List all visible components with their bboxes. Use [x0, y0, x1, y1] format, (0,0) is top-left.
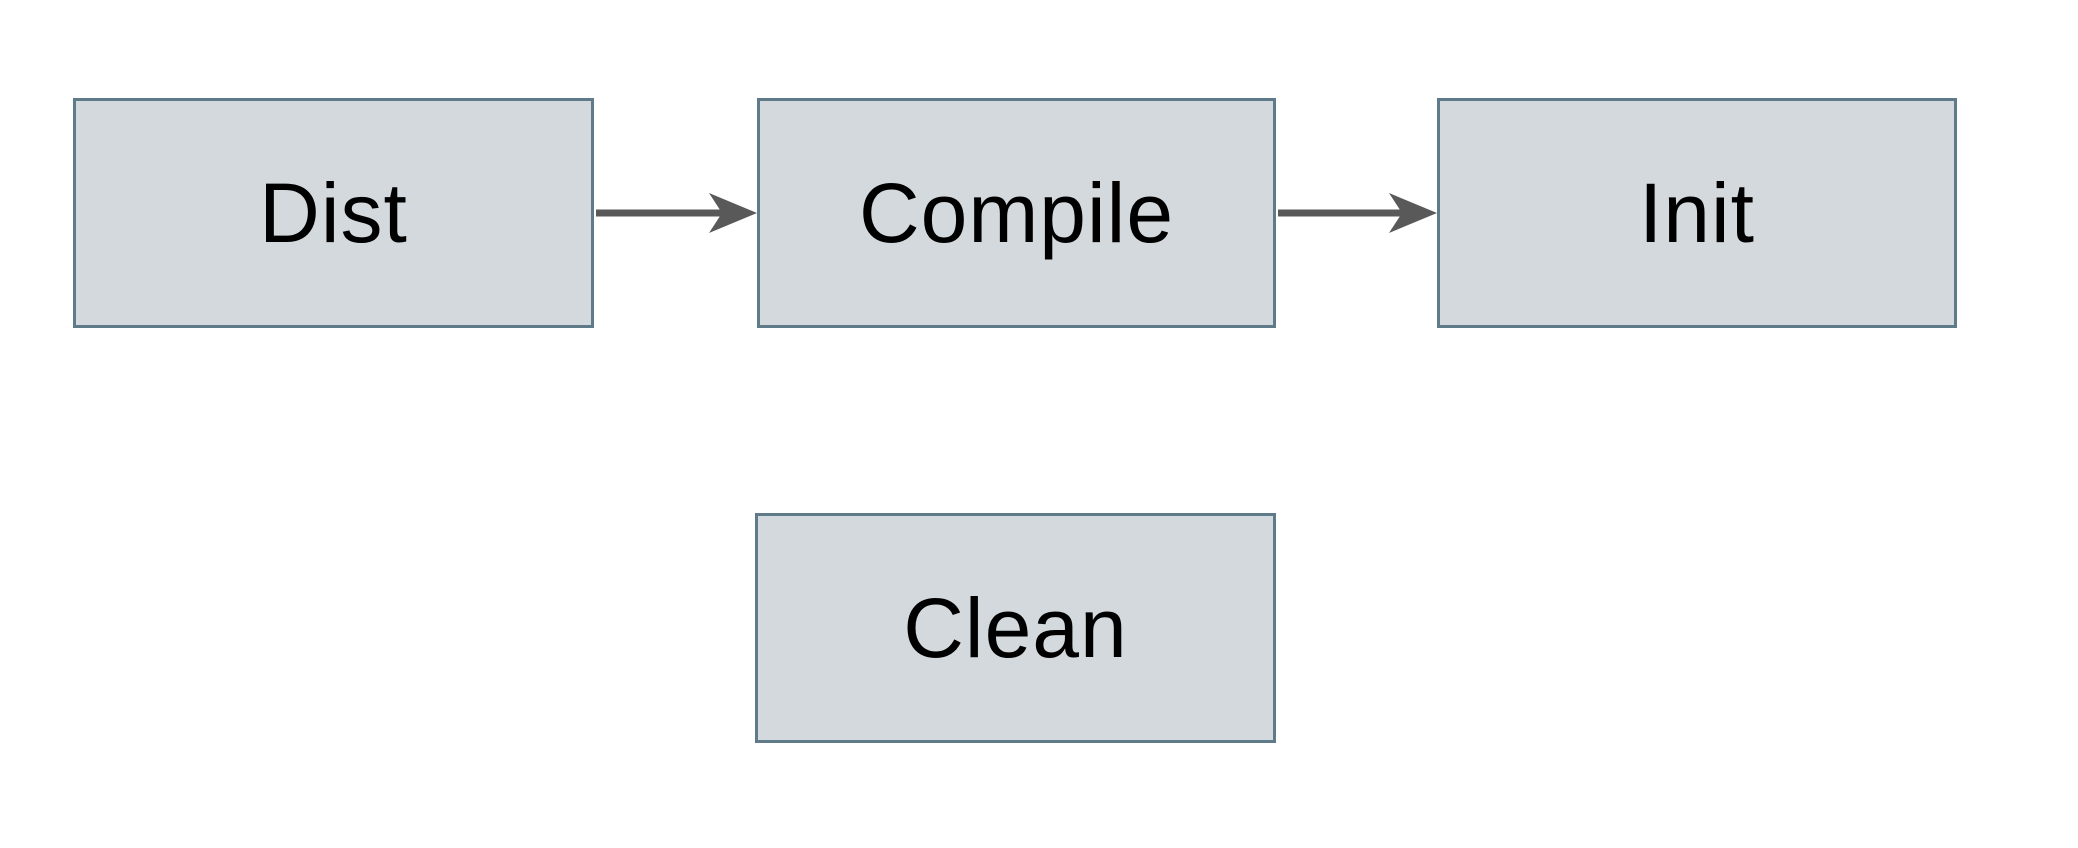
flowchart-node-init[interactable]: Init — [1437, 98, 1957, 328]
arrow-compile-to-init[interactable] — [1278, 193, 1437, 233]
flowchart-node-clean[interactable]: Clean — [755, 513, 1276, 743]
node-label-dist: Dist — [259, 166, 408, 260]
node-label-clean: Clean — [903, 581, 1128, 675]
flowchart-node-dist[interactable]: Dist — [73, 98, 594, 328]
node-label-init: Init — [1638, 166, 1756, 260]
arrow-dist-to-compile[interactable] — [596, 193, 757, 233]
flowchart-node-compile[interactable]: Compile — [757, 98, 1276, 328]
node-label-compile: Compile — [858, 166, 1175, 260]
